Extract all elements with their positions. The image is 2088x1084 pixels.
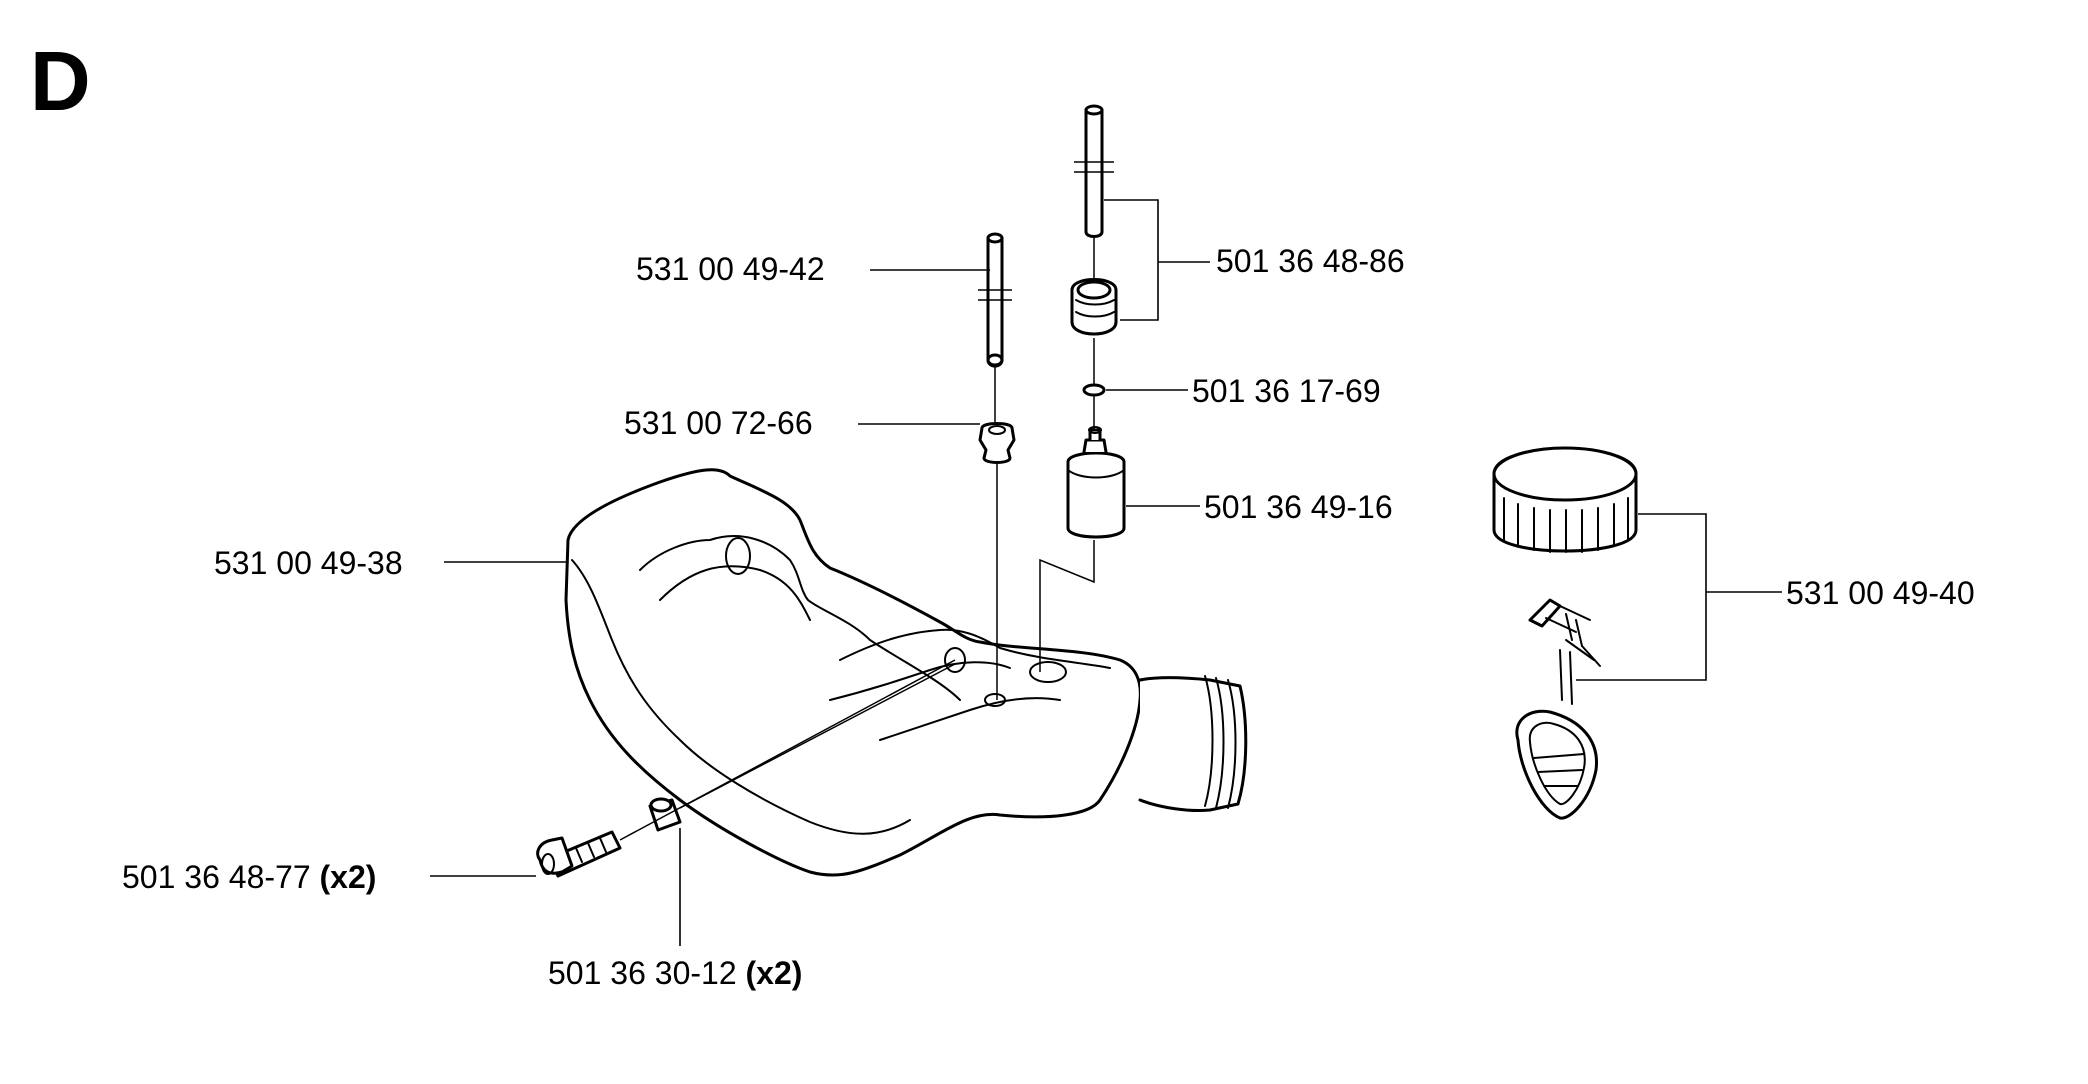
- part-label-501-36-30-12: 501 36 30-12 (x2): [548, 955, 802, 991]
- part-label-501-36-49-16: 501 36 49-16: [1204, 489, 1393, 525]
- part-label-501-36-48-86: 501 36 48-86: [1216, 243, 1405, 279]
- o-ring-drawing: [1082, 383, 1106, 397]
- fuel-tank-drawing: [564, 468, 1248, 877]
- right-fuel-hose-drawing: [1074, 104, 1114, 238]
- part-label-531-00-72-66: 531 00 72-66: [624, 405, 813, 441]
- part-label-531-00-49-38: 531 00 49-38: [214, 545, 403, 581]
- screw-drawing: [536, 830, 622, 878]
- grommet-drawing: [978, 422, 1016, 464]
- left-fuel-hose-drawing: [978, 232, 1012, 368]
- part-label-531-00-49-42: 531 00 49-42: [636, 251, 825, 287]
- part-label-501-36-48-77: 501 36 48-77 (x2): [122, 859, 376, 895]
- leader-lines: [430, 199, 1782, 946]
- part-label-501-36-17-69: 501 36 17-69: [1192, 373, 1381, 409]
- section-letter: D: [30, 34, 91, 128]
- quantity-label: (x2): [746, 955, 803, 991]
- fuel-filter-drawing: [1066, 426, 1126, 539]
- fuel-cap-drawing: [1492, 446, 1638, 553]
- cap-retainer-strap-drawing: [1515, 598, 1601, 820]
- spacer-drawing: [648, 797, 682, 832]
- assembly-lines: [619, 238, 1095, 841]
- quantity-label: (x2): [320, 859, 377, 895]
- part-label-531-00-49-40: 531 00 49-40: [1786, 575, 1975, 611]
- tank-vent-valve-drawing: [1070, 278, 1118, 336]
